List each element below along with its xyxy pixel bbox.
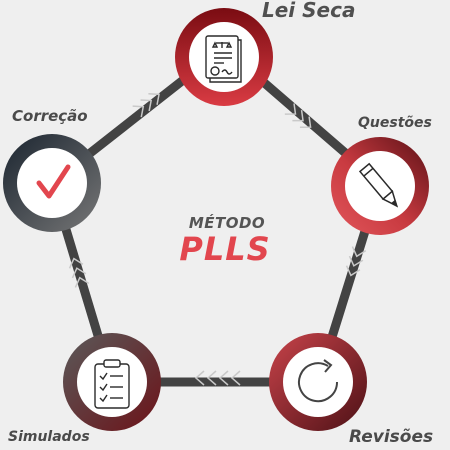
- step-label-simulados: Simulados: [8, 429, 90, 445]
- step-label-questoes: Questões: [358, 115, 432, 131]
- node-lei-seca: [175, 8, 273, 106]
- document-seal-icon: [205, 35, 242, 83]
- chevrons-questoes-revisoes: [345, 246, 367, 277]
- center-title: PLLS: [179, 230, 271, 268]
- step-label-lei-seca: Lei Seca: [262, 0, 356, 22]
- chevrons-simulados-correcao: [68, 257, 90, 288]
- checklist-clipboard-icon: [94, 359, 130, 409]
- center-kicker: MÉTODO: [188, 214, 266, 232]
- node-revisoes: [269, 333, 367, 431]
- flow-chevrons: [68, 93, 367, 386]
- refresh-icon: [298, 359, 339, 403]
- checkmark-icon: [36, 164, 71, 199]
- node-questoes: [331, 137, 429, 235]
- chevrons-correcao-lei: [132, 93, 160, 118]
- chevrons-lei-questoes: [284, 103, 312, 128]
- step-label-correcao: Correção: [12, 107, 88, 125]
- node-simulados: [63, 333, 161, 431]
- node-correcao: [3, 134, 101, 232]
- pencil-icon: [358, 162, 399, 208]
- chevrons-revisoes-simulados: [194, 370, 241, 386]
- step-label-revisoes: Revisões: [349, 427, 434, 447]
